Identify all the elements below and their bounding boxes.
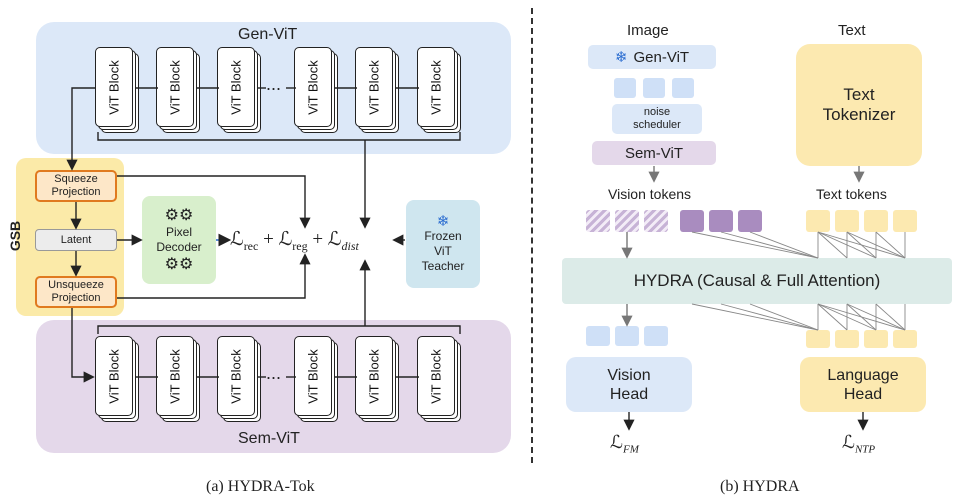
hydra-transformer: HYDRA (Causal & Full Attention) [562, 258, 952, 304]
vit-block-label: ViT Block [228, 348, 244, 404]
panel-divider [531, 8, 533, 463]
loss-fm: ℒFM [610, 432, 639, 456]
text-token [835, 210, 859, 232]
sem-vit-label: Sem-ViT [238, 430, 300, 447]
image-label: Image [627, 22, 669, 39]
text-token [893, 210, 917, 232]
sem-vit-block-4: ViT Block [294, 336, 338, 424]
vision-tokens-label: Vision tokens [608, 186, 692, 202]
vision-token-clean [680, 210, 704, 232]
vit-block-label: ViT Block [228, 59, 244, 115]
sem-vit-block-1: ViT Block [95, 336, 139, 424]
output-vision-token [586, 326, 610, 346]
text-token [864, 210, 888, 232]
vision-token-noisy [644, 210, 668, 232]
gsb-label: GSB [7, 220, 24, 252]
vit-block-label: ViT Block [366, 348, 382, 404]
noise-token [643, 78, 665, 98]
output-vision-token [615, 326, 639, 346]
frozen-vit-teacher: ❄ Frozen ViT Teacher [406, 200, 480, 288]
snowflake-icon: ❄ [436, 213, 450, 230]
vit-block-label: ViT Block [305, 59, 321, 115]
gears-icon: ⚙⚙ [164, 256, 194, 273]
output-vision-token [644, 326, 668, 346]
loss-formula: ℒrec + ℒreg + ℒdist [230, 229, 359, 253]
vit-block-label: ViT Block [106, 59, 122, 115]
gears-icon: ⚙⚙ [164, 207, 194, 224]
gen-vit-block-1: ViT Block [95, 47, 139, 135]
pixel-decoder: ⚙⚙ Pixel Decoder ⚙⚙ [142, 196, 216, 284]
noise-token [614, 78, 636, 98]
vit-block-label: ViT Block [305, 348, 321, 404]
vit-block-label: ViT Block [428, 59, 444, 115]
caption-b: (b) HYDRA [720, 478, 800, 495]
vit-block-label: ViT Block [366, 59, 382, 115]
vit-block-label: ViT Block [106, 348, 122, 404]
gen-vit-block-3: ViT Block [217, 47, 261, 135]
text-token [806, 210, 830, 232]
gen-vit-label: Gen-ViT [238, 26, 298, 43]
sem-vit-block-3: ViT Block [217, 336, 261, 424]
gen-vit-block-6: ViT Block [417, 47, 461, 135]
output-text-token [864, 330, 888, 348]
loss-ntp: ℒNTP [842, 432, 876, 456]
vit-block-label: ViT Block [428, 348, 444, 404]
sem-vit-block-5: ViT Block [355, 336, 399, 424]
snowflake-icon: ❄ [614, 49, 628, 66]
gen-vit-ellipsis: ... [266, 74, 282, 94]
vision-token-noisy [615, 210, 639, 232]
sem-vit-ellipsis: ... [266, 363, 282, 383]
vit-block-label: ViT Block [167, 59, 183, 115]
output-text-token [806, 330, 830, 348]
sem-vit-right: Sem-ViT [592, 141, 716, 165]
output-text-token [835, 330, 859, 348]
vit-block-label: ViT Block [167, 348, 183, 404]
vision-token-clean [709, 210, 733, 232]
sem-vit-block-2: ViT Block [156, 336, 200, 424]
gen-vit-block-5: ViT Block [355, 47, 399, 135]
vision-token-noisy [586, 210, 610, 232]
text-label: Text [838, 22, 866, 39]
latent-box: Latent [35, 229, 117, 251]
caption-a: (a) HYDRA-Tok [206, 478, 315, 495]
output-text-token [893, 330, 917, 348]
sem-vit-block-6: ViT Block [417, 336, 461, 424]
gen-vit-right: ❄Gen-ViT [588, 45, 716, 69]
gen-vit-block-4: ViT Block [294, 47, 338, 135]
vision-token-clean [738, 210, 762, 232]
text-tokens-label: Text tokens [816, 186, 887, 202]
noise-token [672, 78, 694, 98]
gen-vit-block-2: ViT Block [156, 47, 200, 135]
